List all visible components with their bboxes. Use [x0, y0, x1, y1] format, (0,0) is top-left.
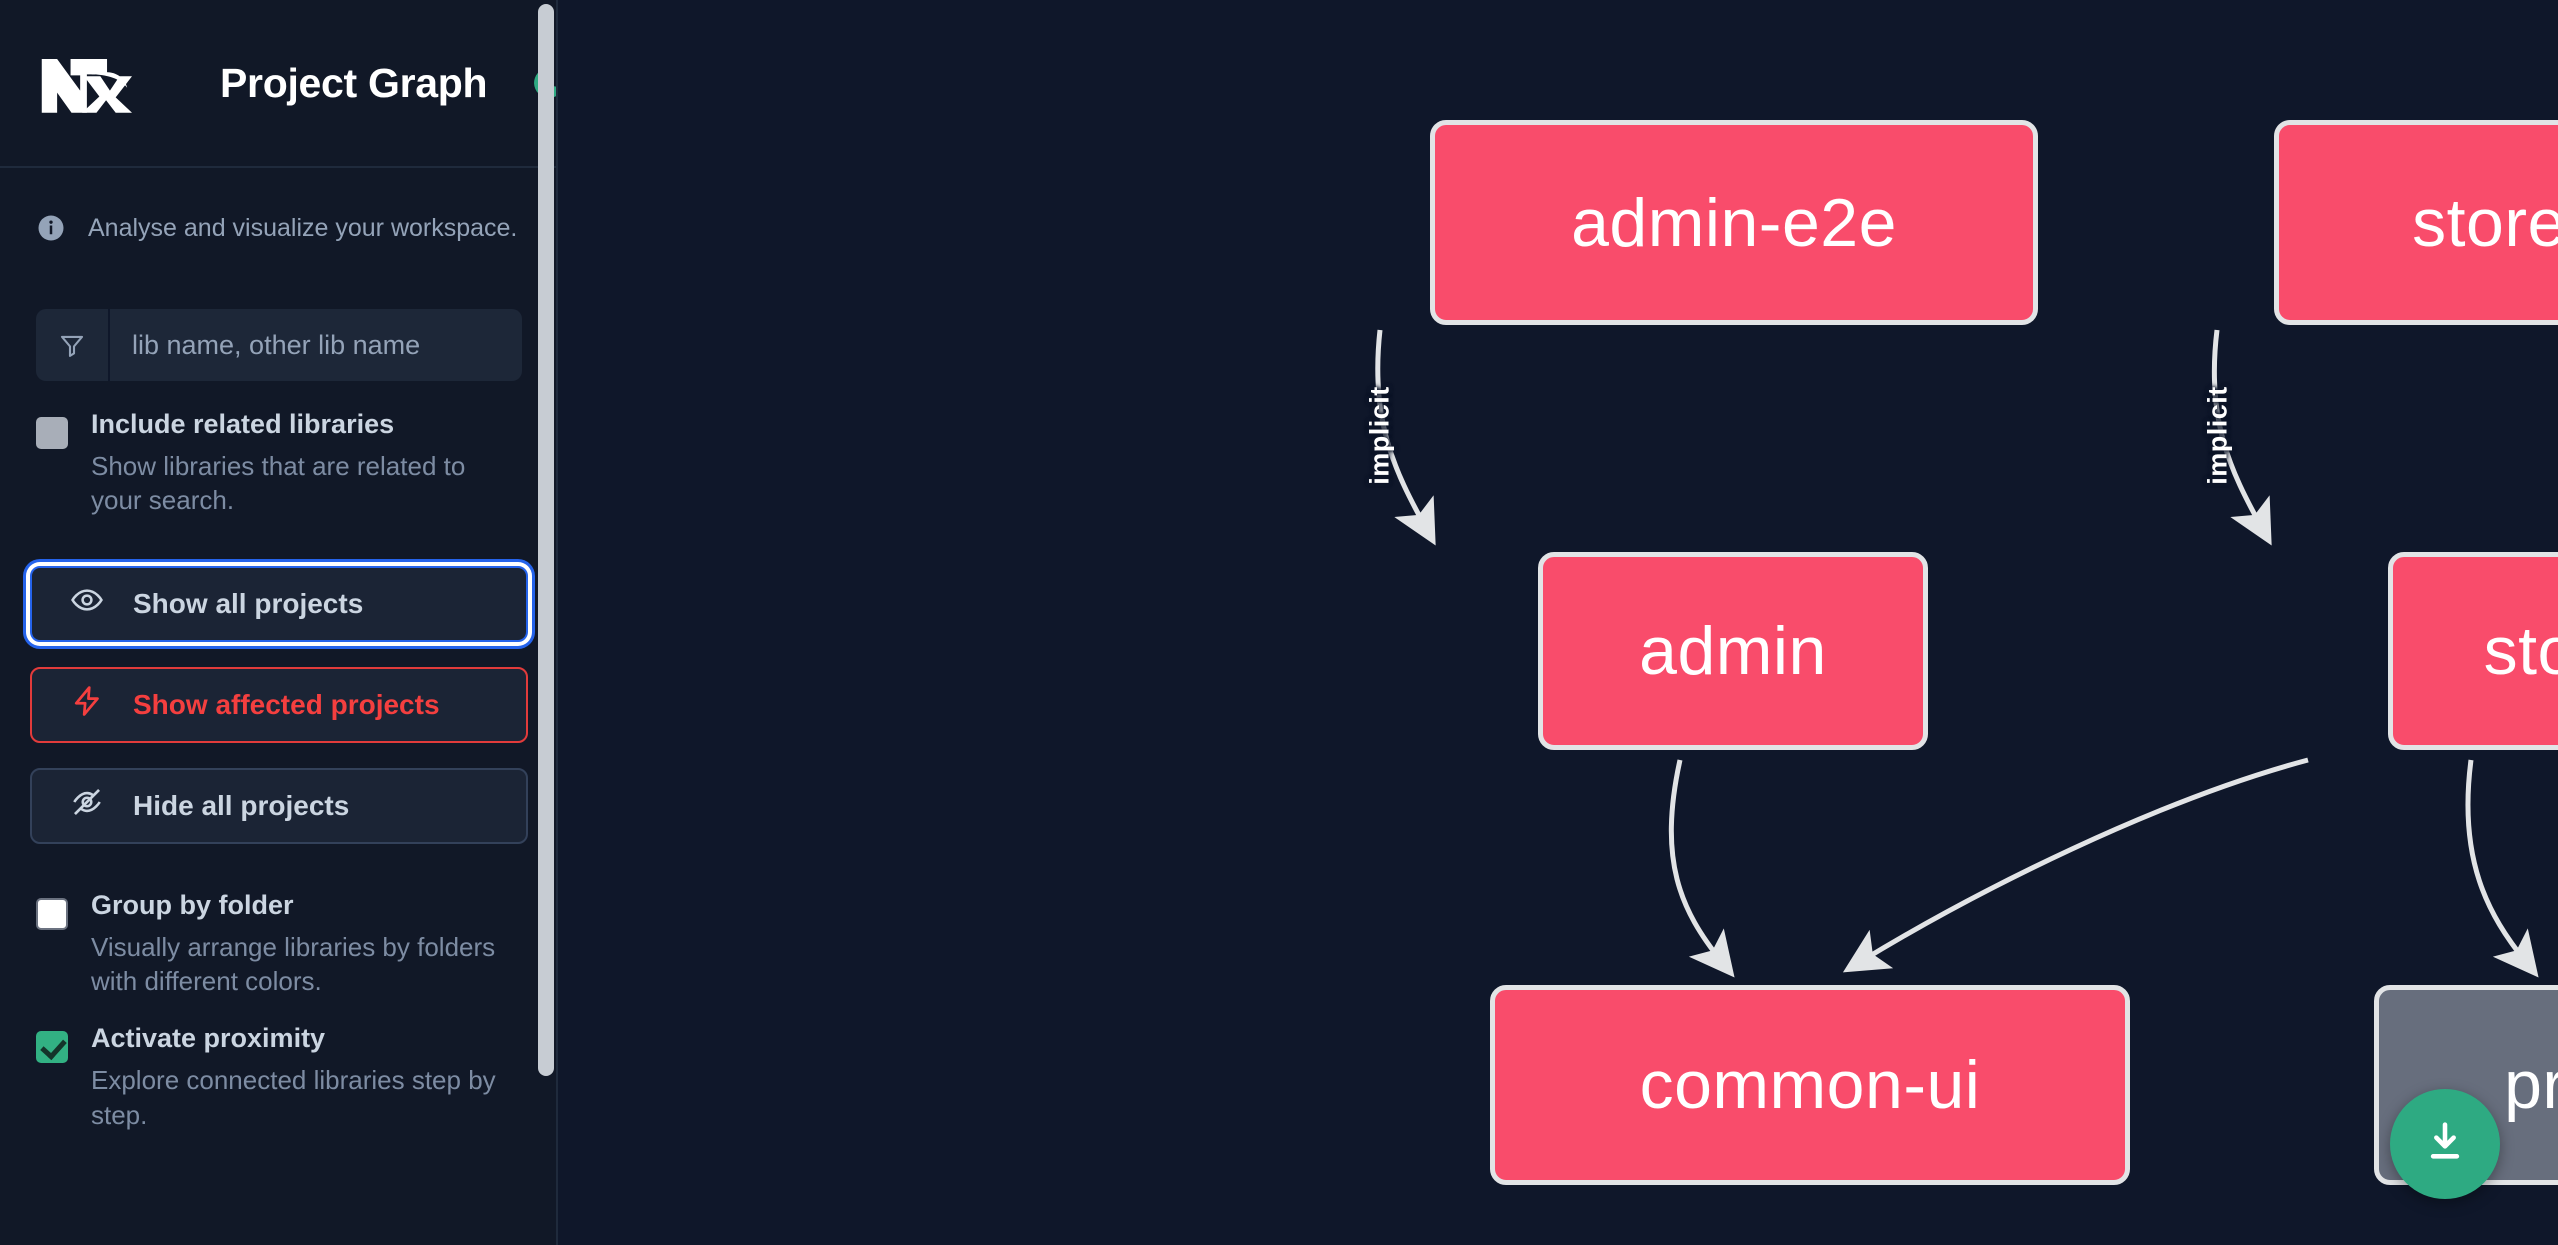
edge-label-implicit-admin: implicit	[1364, 386, 1395, 485]
info-circle-icon	[36, 213, 66, 243]
node-label: store	[2483, 613, 2558, 689]
option-description: Visually arrange libraries by folders wi…	[91, 931, 496, 996]
projects-button-group: Show all projects Show affected projects	[30, 565, 528, 844]
graph-edges	[1375, 329, 2539, 978]
edge-store-e2e-to-store	[2211, 329, 2272, 546]
hide-all-projects-label: Hide all projects	[133, 789, 350, 821]
edge-admin-e2e-to-admin	[1375, 329, 1436, 546]
sidebar-header: Project Graph	[0, 0, 558, 168]
graph-node-store[interactable]: store	[2388, 552, 2558, 750]
show-all-projects-label: Show all projects	[133, 587, 364, 619]
sidebar-divider	[556, 0, 558, 1245]
hide-all-projects-button[interactable]: Hide all projects	[30, 767, 528, 844]
info-banner: Analyse and visualize your workspace.	[0, 168, 558, 243]
eye-off-icon	[70, 785, 104, 826]
download-graph-button[interactable]	[2390, 1089, 2500, 1199]
search-input[interactable]	[110, 309, 522, 381]
bolt-icon	[70, 684, 104, 725]
graph-node-store-e2e[interactable]: store-e2e	[2274, 120, 2558, 325]
option-activate-proximity[interactable]: Activate proximity Explore connected lib…	[0, 998, 558, 1132]
graph-node-common-ui[interactable]: common-ui	[1490, 985, 2130, 1185]
option-label: Group by folder	[91, 889, 294, 920]
show-affected-projects-label: Show affected projects	[133, 688, 440, 720]
page-title: Project Graph	[220, 59, 488, 106]
edge-store-to-products	[2465, 759, 2539, 978]
show-all-projects-button[interactable]: Show all projects	[30, 565, 528, 642]
show-affected-projects-button[interactable]: Show affected projects	[30, 666, 528, 743]
node-label: store-e2e	[2412, 184, 2558, 261]
option-description: Show libraries that are related to your …	[91, 451, 466, 516]
info-text: Analyse and visualize your workspace.	[88, 213, 518, 242]
option-label: Activate proximity	[91, 1023, 326, 1054]
node-label: admin	[1639, 613, 1827, 689]
edge-label-implicit-store: implicit	[2202, 386, 2233, 485]
eye-icon	[70, 583, 104, 624]
node-label: admin-e2e	[1571, 184, 1897, 261]
option-description: Explore connected libraries step by step…	[91, 1065, 496, 1130]
node-label: products	[2504, 1047, 2558, 1123]
group-by-folder-checkbox[interactable]	[36, 897, 68, 930]
include-related-libraries-checkbox[interactable]	[36, 417, 68, 449]
download-icon	[2419, 1116, 2471, 1173]
option-include-related-libraries[interactable]: Include related libraries Show libraries…	[0, 381, 558, 518]
activate-proximity-checkbox[interactable]	[36, 1031, 68, 1064]
sidebar-scrollbar[interactable]	[538, 4, 554, 1076]
node-label: common-ui	[1639, 1047, 1981, 1123]
option-label: Include related libraries	[91, 409, 395, 439]
graph-node-admin-e2e[interactable]: admin-e2e	[1430, 120, 2038, 325]
filter-icon	[36, 309, 110, 381]
graph-canvas[interactable]: admin-e2e store-e2e admin store common-u…	[558, 0, 2558, 1245]
graph-node-admin[interactable]: admin	[1538, 552, 1928, 750]
search-field[interactable]	[36, 309, 522, 381]
sidebar: Project Graph Analyse and visualize your…	[0, 0, 558, 1245]
option-group-by-folder[interactable]: Group by folder Visually arrange librari…	[0, 844, 558, 999]
nx-logo-icon	[36, 49, 132, 117]
edge-admin-to-common-ui	[1668, 759, 1735, 978]
edge-store-to-common-ui	[1842, 757, 2309, 973]
